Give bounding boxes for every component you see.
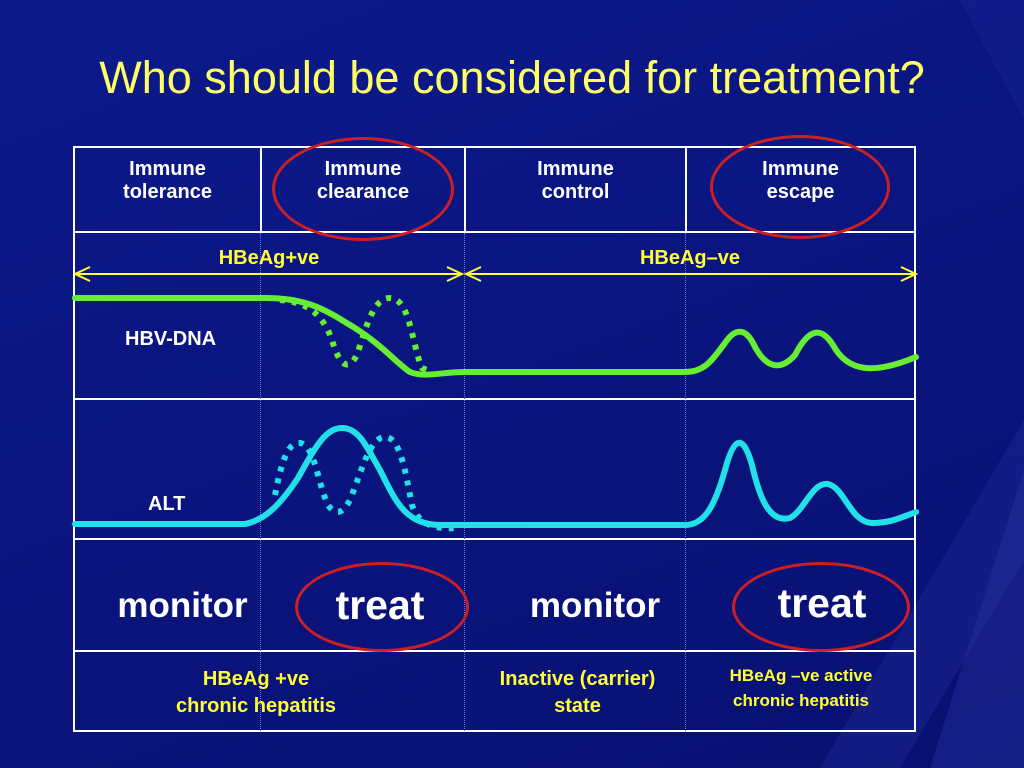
hbeag-positive-span-arrow [72,266,465,282]
header-separator-3 [685,146,687,231]
footer-hbeag-positive-hepatitis: HBeAg +ve chronic hepatitis [175,668,337,717]
action-monitor-control: monitor [529,586,661,625]
slide-title: Who should be considered for treatment? [99,52,925,103]
hbv-dna-curve [72,295,919,378]
header-separator-2 [464,146,466,231]
action-monitor-tolerance: monitor [117,586,248,625]
phase-immune-tolerance: Immune tolerance [123,158,212,203]
highlight-ring-treat-clearance [295,562,469,652]
divider-dna-alt [73,398,916,400]
alt-label: ALT [148,493,186,515]
hbeag-negative-label: HBeAg–ve [639,247,741,269]
divider-action-footer [73,650,916,652]
phase-diagram-panel [73,146,916,732]
hbeag-negative-span-arrow [463,266,919,282]
hbv-dna-label: HBV-DNA [125,328,217,350]
highlight-ring-treat-escape [732,562,910,652]
alt-curve [72,424,919,528]
footer-hbeag-negative-hepatitis: HBeAg –ve active chronic hepatitis [729,666,873,710]
highlight-ring-immune-clearance [272,137,454,241]
phase-immune-control: Immune control [537,158,614,203]
highlight-ring-immune-escape [710,135,890,239]
divider-alt-action [73,538,916,540]
footer-inactive-carrier: Inactive (carrier) state [499,668,656,717]
hbv-dna-fluctuation-dotted [279,294,434,375]
hbeag-positive-label: HBeAg+ve [218,247,320,269]
divider-header [73,231,916,233]
phase-separator-1 [260,233,261,731]
phase-separator-2 [464,233,465,731]
header-separator-1 [260,146,262,231]
phase-separator-3 [685,233,686,731]
alt-fluctuation-dotted [272,433,459,532]
